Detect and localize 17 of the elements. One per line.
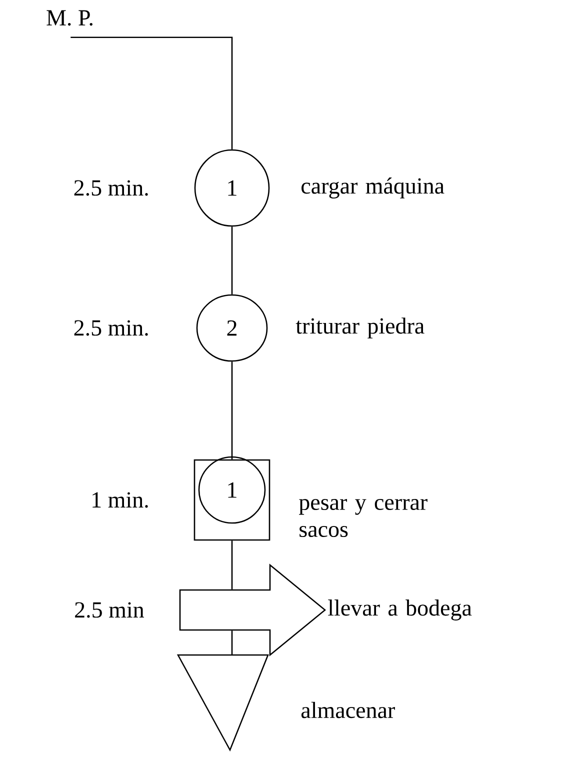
transport-arrow bbox=[179, 564, 326, 656]
inspection-box bbox=[194, 459, 270, 541]
time-label: 2.5 min bbox=[75, 602, 144, 618]
connector-line bbox=[231, 540, 233, 590]
connector-line bbox=[231, 226, 233, 294]
step-label: cargar máquina bbox=[302, 178, 444, 198]
time-label: 2.5 min. bbox=[74, 320, 148, 336]
step-label: almacenar bbox=[301, 702, 395, 718]
step-label: triturar piedra bbox=[296, 318, 424, 338]
start-label: M. P. bbox=[46, 10, 92, 26]
time-label: 2.5 min. bbox=[74, 180, 148, 196]
connector-line bbox=[231, 362, 233, 460]
connector-line bbox=[231, 630, 233, 655]
step-label: llevar a bodega bbox=[328, 600, 472, 620]
step-label: pesar y cerrar sacos bbox=[299, 498, 428, 538]
connector-line bbox=[70, 36, 233, 150]
time-label: 1 min. bbox=[92, 492, 148, 508]
